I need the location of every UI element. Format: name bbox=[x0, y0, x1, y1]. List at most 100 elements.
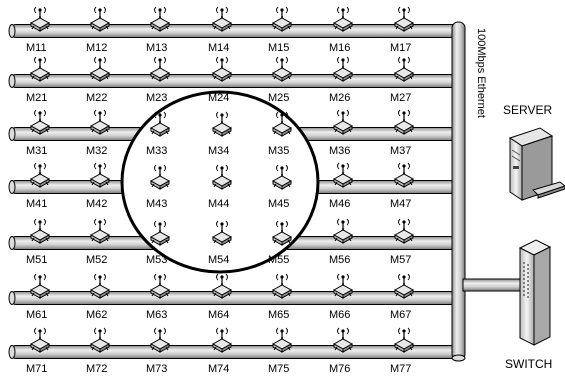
node-label: M77 bbox=[390, 363, 411, 375]
node-label: M64 bbox=[208, 309, 229, 321]
switch-link-pipe bbox=[463, 279, 523, 291]
node-label: M34 bbox=[208, 145, 229, 157]
wireless-node-icon bbox=[273, 274, 291, 298]
switch-label: SWITCH bbox=[505, 357, 552, 371]
wireless-node-icon bbox=[31, 274, 49, 298]
wireless-node-icon bbox=[151, 7, 169, 31]
node-label: M45 bbox=[268, 198, 289, 210]
node-label: M47 bbox=[390, 198, 411, 210]
wireless-node-icon bbox=[213, 7, 231, 31]
node-label: M33 bbox=[146, 145, 167, 157]
server-tower-icon bbox=[510, 128, 565, 200]
node-label: M52 bbox=[86, 254, 107, 266]
node-label: M66 bbox=[329, 309, 350, 321]
node-label: M62 bbox=[86, 309, 107, 321]
wireless-node-icon bbox=[395, 57, 413, 81]
node-label: M73 bbox=[146, 363, 167, 375]
wireless-node-icon bbox=[334, 7, 352, 31]
wireless-node-icon bbox=[91, 110, 109, 134]
node-label: M43 bbox=[146, 198, 167, 210]
wireless-node-icon bbox=[395, 219, 413, 243]
node-label: M54 bbox=[208, 254, 229, 266]
server-label: SERVER bbox=[503, 103, 552, 117]
node-label: M46 bbox=[329, 198, 350, 210]
node-label: M42 bbox=[86, 198, 107, 210]
wireless-node-icon bbox=[31, 163, 49, 187]
node-label: M37 bbox=[390, 145, 411, 157]
wireless-node-icon bbox=[31, 57, 49, 81]
ethernet-bus-row bbox=[9, 75, 458, 88]
node-label: M56 bbox=[329, 254, 350, 266]
wireless-node-icon bbox=[151, 274, 169, 298]
node-label: M44 bbox=[208, 198, 229, 210]
ethernet-bus-row bbox=[9, 25, 458, 38]
wireless-node-icon bbox=[31, 219, 49, 243]
node-label: M51 bbox=[26, 254, 47, 266]
node-label: M35 bbox=[268, 145, 289, 157]
wireless-node-icon bbox=[273, 7, 291, 31]
node-label: M12 bbox=[86, 42, 107, 54]
node-label: M57 bbox=[390, 254, 411, 266]
wireless-node-icon bbox=[31, 110, 49, 134]
wireless-node-icon bbox=[273, 57, 291, 81]
wireless-node-icon bbox=[334, 110, 352, 134]
wireless-node-icon bbox=[31, 328, 49, 352]
node-label: M75 bbox=[268, 363, 289, 375]
node-label: M63 bbox=[146, 309, 167, 321]
node-label: M13 bbox=[146, 42, 167, 54]
wireless-node-icon bbox=[334, 274, 352, 298]
node-label: M65 bbox=[268, 309, 289, 321]
backbone-pipe bbox=[452, 22, 465, 361]
wireless-node-icon bbox=[213, 328, 231, 352]
wireless-node-icon bbox=[31, 7, 49, 31]
ethernet-bus-row bbox=[9, 292, 458, 305]
wireless-node-icon bbox=[91, 328, 109, 352]
wireless-node-icon bbox=[151, 57, 169, 81]
ethernet-bus-row bbox=[9, 346, 458, 359]
wireless-node-icon bbox=[334, 163, 352, 187]
node-label: M23 bbox=[146, 92, 167, 104]
wireless-node-icon bbox=[91, 57, 109, 81]
node-label: M15 bbox=[268, 42, 289, 54]
node-label: M26 bbox=[329, 92, 350, 104]
wireless-node-icon bbox=[395, 7, 413, 31]
node-label: M22 bbox=[86, 92, 107, 104]
wireless-node-icon bbox=[91, 219, 109, 243]
wireless-node-icon bbox=[395, 110, 413, 134]
node-label: M24 bbox=[208, 92, 229, 104]
node-label: M55 bbox=[268, 254, 289, 266]
node-label: M25 bbox=[268, 92, 289, 104]
wireless-node-icon bbox=[151, 328, 169, 352]
backbone-label: 100Mbps Ethernet bbox=[475, 28, 487, 118]
node-label: M72 bbox=[86, 363, 107, 375]
node-label: M32 bbox=[86, 145, 107, 157]
node-label: M76 bbox=[329, 363, 350, 375]
node-label: M17 bbox=[390, 42, 411, 54]
node-label: M27 bbox=[390, 92, 411, 104]
wireless-node-icon bbox=[395, 163, 413, 187]
wireless-node-icon bbox=[91, 274, 109, 298]
node-label: M31 bbox=[26, 145, 47, 157]
node-label: M16 bbox=[329, 42, 350, 54]
wireless-node-icon bbox=[334, 328, 352, 352]
wireless-node-icon bbox=[395, 328, 413, 352]
wireless-node-icon bbox=[91, 163, 109, 187]
wireless-node-icon bbox=[91, 7, 109, 31]
wireless-node-icon bbox=[395, 274, 413, 298]
wireless-node-icon bbox=[334, 57, 352, 81]
node-label: M74 bbox=[208, 363, 229, 375]
node-label: M61 bbox=[26, 309, 47, 321]
node-label: M67 bbox=[390, 309, 411, 321]
wireless-node-icon bbox=[273, 328, 291, 352]
node-label: M14 bbox=[208, 42, 229, 54]
node-label: M41 bbox=[26, 198, 47, 210]
node-label: M53 bbox=[146, 254, 167, 266]
wireless-node-icon bbox=[213, 57, 231, 81]
network-switch-icon bbox=[520, 240, 550, 345]
node-label: M11 bbox=[26, 42, 47, 54]
wireless-node-icon bbox=[213, 274, 231, 298]
node-label: M21 bbox=[26, 92, 47, 104]
node-label: M71 bbox=[26, 363, 47, 375]
wireless-node-icon bbox=[334, 219, 352, 243]
